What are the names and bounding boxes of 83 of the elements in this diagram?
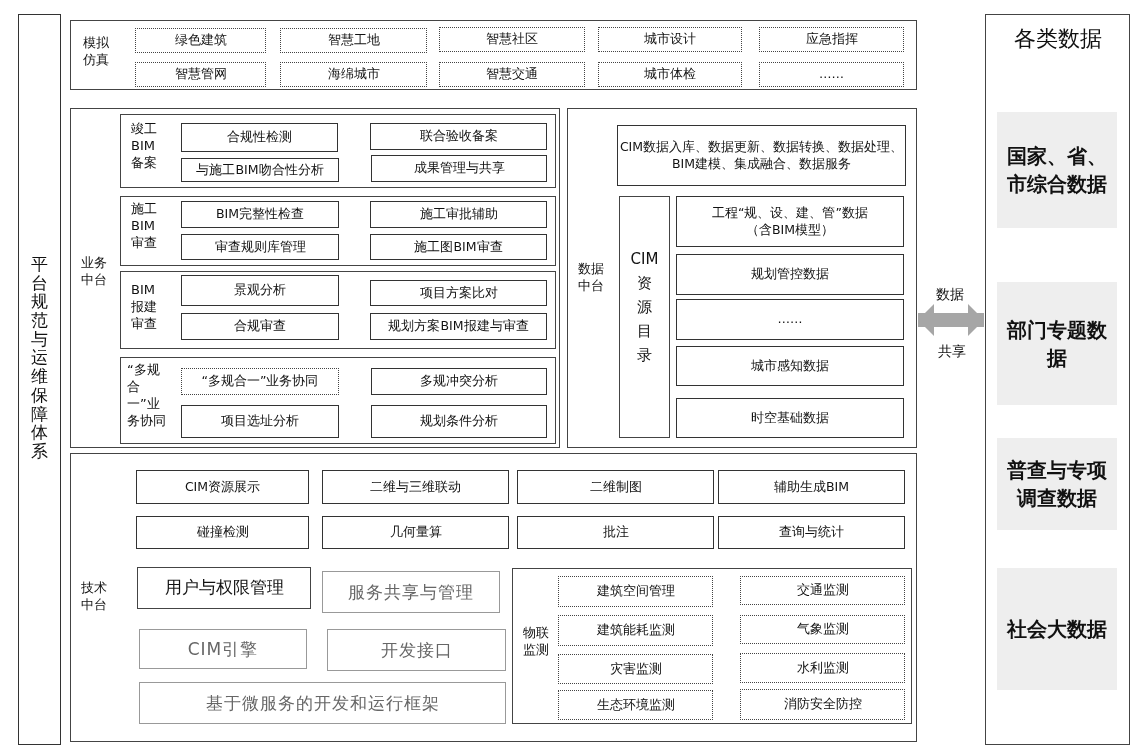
module-box: 用户与权限管理 [137,567,311,609]
module-box: 生态环境监测 [558,690,713,720]
module-box: 二维制图 [517,470,714,504]
module-box: 施工审批辅助 [370,201,547,228]
module-box: 智慧交通 [439,62,585,87]
layer-panel [120,196,556,266]
data-category-box: 国家、省、市综合数据 [997,112,1117,228]
module-box: 智慧管网 [135,62,266,87]
module-box: 规划方案BIM报建与审查 [370,313,547,340]
module-box: 海绵城市 [280,62,427,87]
module-box: 辅助生成BIM [718,470,905,504]
module-box: 与施工BIM吻合性分析 [181,158,339,182]
layer-panel [512,568,912,724]
panel-title: 技术中台 [81,580,108,614]
data-panel [985,14,1130,745]
side-panel [18,14,61,745]
module-box: 应急指挥 [759,27,904,52]
module-box: 智慧社区 [439,27,585,52]
panel-title: 平台规范与运维保障体系 [31,255,48,461]
note-text: 共享 [936,343,968,361]
panel-title: 竣工BIM备案 [131,121,158,172]
panel-title: 数据中台 [578,261,605,295]
module-box: 景观分析 [181,275,339,306]
edge-label: 数据 [934,286,966,304]
module-box: 施工图BIM审查 [370,234,547,260]
module-box: 多规冲突分析 [371,368,547,395]
module-box: BIM完整性检查 [181,201,339,228]
panel-title: 物联监测 [523,625,550,659]
module-box: 城市设计 [598,27,742,52]
module-box: “多规合一”业务协同 [181,368,339,395]
module-box: 建筑空间管理 [558,576,713,607]
module-box: 基于微服务的开发和运行框架 [139,682,506,724]
module-box: 几何量算 [322,516,509,549]
module-box: 碰撞检测 [136,516,309,549]
data-category-box: 部门专题数据 [997,282,1117,405]
panel-title: 各类数据 [1012,25,1103,53]
module-box: 二维与三维联动 [322,470,509,504]
module-box: CIM数据入库、数据更新、数据转换、数据处理、BIM建模、集成融合、数据服务 [617,125,906,186]
module-box: 城市感知数据 [676,346,904,386]
module-box: …… [759,62,904,87]
module-box: 智慧工地 [280,28,427,53]
module-box: 开发接口 [327,629,506,671]
module-box: 查询与统计 [718,516,905,549]
panel-title: 业务中台 [81,255,108,289]
module-box: 时空基础数据 [676,398,904,438]
data-category-box: 普查与专项调查数据 [997,438,1117,530]
layer-panel [567,108,917,448]
data-category-box: 社会大数据 [997,568,1117,690]
module-box: CIM资源展示 [136,470,309,504]
module-box: 城市体检 [598,62,742,87]
module-box: 成果管理与共享 [371,155,547,182]
module-box: 建筑能耗监测 [558,615,713,646]
layer-panel [120,271,556,349]
layer-panel [120,114,556,188]
module-box: 项目选址分析 [181,405,339,438]
layer-panel [120,357,556,444]
module-box: 气象监测 [740,615,905,644]
module-box: 交通监测 [740,576,905,605]
module-box: 消防安全防控 [740,689,905,720]
module-box: 绿色建筑 [135,28,266,53]
catalog-box: CIM资源目录 [619,196,670,438]
module-box: 水利监测 [740,653,905,683]
module-box: 合规性检测 [181,123,338,152]
module-box: 服务共享与管理 [322,571,500,613]
panel-title: 模拟仿真 [83,35,110,69]
module-box: 规划管控数据 [676,254,904,295]
module-box: 批注 [517,516,714,549]
layer-panel [70,20,917,90]
double-arrow [918,304,984,336]
module-box: 合规审查 [181,313,339,340]
module-box: CIM引擎 [139,629,307,669]
module-box: 审查规则库管理 [181,234,339,260]
panel-title: “多规合一”业务协同 [127,362,167,430]
panel-title: BIM报建审查 [131,282,158,333]
module-box: 联合验收备案 [370,123,547,150]
module-box: 规划条件分析 [371,405,547,438]
module-box: …… [676,299,904,340]
module-box: 灾害监测 [558,654,713,684]
layer-panel [70,108,560,448]
panel-title: 施工BIM审查 [131,201,158,252]
module-box: 项目方案比对 [370,280,547,306]
module-box: 工程“规、设、建、管”数据（含BIM模型） [676,196,904,247]
layer-panel [70,453,917,742]
